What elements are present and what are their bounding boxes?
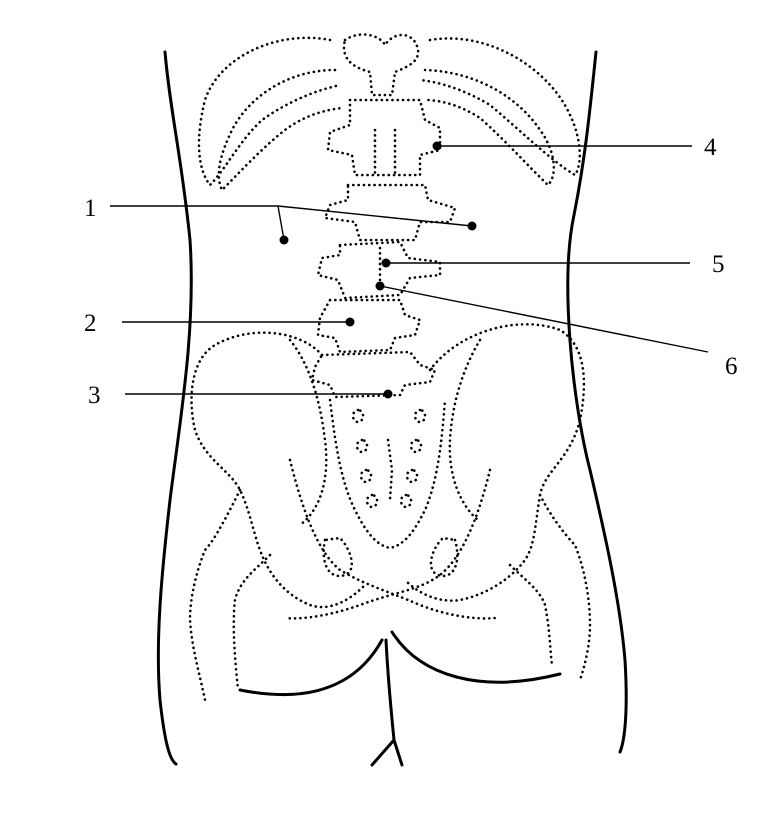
upper-vertebra [342,33,420,97]
lumbar-vertebra-2 [323,183,457,242]
lumbar-vertebra-1 [326,98,442,177]
right-hip-joint [538,493,592,682]
right-ilium [403,323,586,602]
marker-point-5 [381,258,391,268]
right-flank-outline [566,50,628,754]
left-ilium [190,331,367,609]
left-flank-outline [156,50,193,766]
callout-label-1: 1 [84,195,97,222]
marker-point-1b [279,235,289,245]
lumbar-vertebra-3 [316,240,442,300]
sacral-foramina-right [399,408,427,509]
callout-label-6: 6 [725,353,738,380]
left-buttock-outline [238,638,384,697]
left-femur-outline [232,553,272,692]
marker-point-3 [383,389,393,399]
right-pubic-ramus [283,468,492,620]
marker-point-2 [345,317,355,327]
left-pubic-ramus [288,458,497,620]
lumbar-vertebra-4 [316,298,422,354]
callout-labels: 1 2 3 4 5 6 [84,134,738,409]
marker-point-6 [375,281,385,291]
marker-point-4 [432,141,442,151]
marker-point-1a [467,221,477,231]
leader-line-6 [379,285,709,353]
lumbar-vertebra-5 [310,350,437,399]
torso-outline [156,50,628,767]
right-obturator [429,536,459,578]
left-obturator [322,536,354,578]
callout-label-5: 5 [712,251,725,278]
left-iliac-crest-inner [288,338,328,527]
skeleton-dotted [188,33,592,702]
leader-line-1-branch [277,205,285,241]
right-femur-outline [508,563,554,667]
callout-label-2: 2 [84,310,97,337]
right-rib-upper [418,37,582,177]
leader-line-1 [110,205,473,227]
sacrum [328,398,447,550]
vertebral-canal [373,128,397,292]
left-rib-upper [197,36,342,187]
callout-label-4: 4 [704,134,717,161]
left-rib-lower [217,68,344,192]
right-rib-lower [423,68,556,187]
left-hip-joint [188,488,242,702]
sacrum-midline [386,438,394,502]
callouts [110,141,709,399]
right-iliac-crest-inner [448,338,482,522]
right-buttock-outline [390,630,562,684]
callout-label-3: 3 [88,382,101,409]
gluteal-cleft [370,638,404,767]
sacral-foramina-left [351,408,379,509]
